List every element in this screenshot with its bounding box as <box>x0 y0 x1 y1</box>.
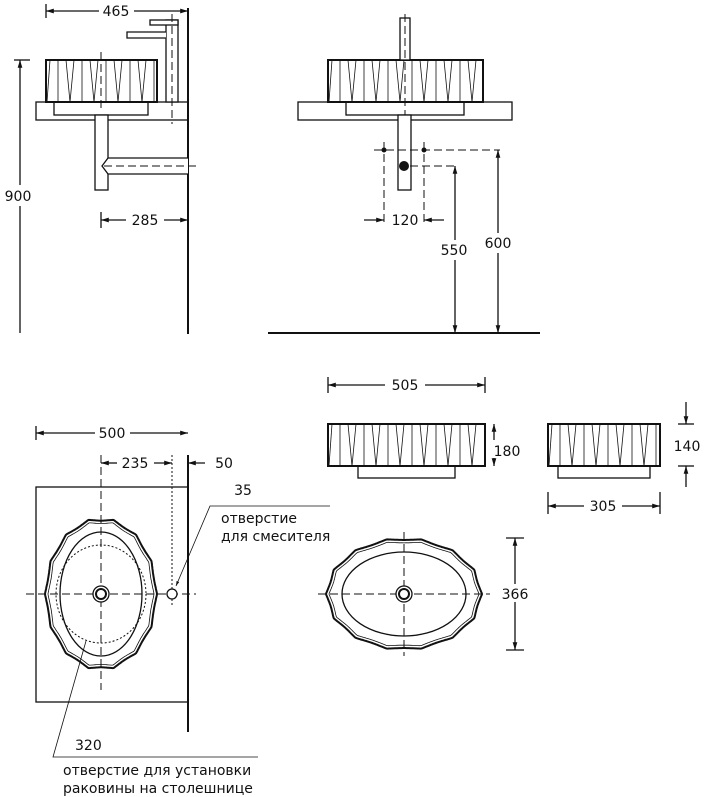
flute-stripe <box>619 423 625 467</box>
faucet <box>399 14 411 124</box>
flute-stripe <box>371 59 377 103</box>
flute-stripe <box>89 59 95 103</box>
flute-stripe <box>395 423 401 467</box>
flute-stripe <box>141 59 147 103</box>
dim-35: 35 <box>234 483 252 499</box>
dim-120: 120 <box>392 213 419 229</box>
faucet <box>126 14 179 124</box>
basin-inner-bowl <box>59 531 143 657</box>
flute-stripe <box>615 423 621 467</box>
basin-outline-scalloped <box>43 518 159 670</box>
front-view: 120 550 600 <box>268 14 540 334</box>
flute-stripe <box>423 423 429 467</box>
flute-stripe <box>399 59 405 103</box>
dim-235: 235 <box>122 456 149 472</box>
dim-140: 140 <box>674 439 701 455</box>
flute-stripe <box>467 423 473 467</box>
flute-stripe <box>375 423 381 467</box>
basin-large-views: 505 180 366 <box>318 377 532 656</box>
drain-trap <box>94 114 198 191</box>
dim-550: 550 <box>441 243 468 259</box>
mixer-hole-label-1: отверстие <box>221 511 297 527</box>
flute-stripe <box>93 59 99 103</box>
basin-top-scalloped <box>324 538 484 650</box>
flute-stripe <box>399 423 405 467</box>
flute-stripe <box>395 59 401 103</box>
flute-stripe <box>351 59 357 103</box>
flute-stripe <box>347 59 353 103</box>
flute-stripe <box>643 423 649 467</box>
flute-stripe <box>467 59 473 103</box>
dim-500: 500 <box>99 426 126 442</box>
dim-600: 600 <box>485 236 512 252</box>
flute-stripe <box>447 423 453 467</box>
drain-pipe <box>397 114 412 191</box>
flute-stripe <box>328 423 333 467</box>
basin-striped <box>327 423 486 467</box>
mixer-hole <box>166 588 178 600</box>
flute-stripe <box>113 59 119 103</box>
flute-stripe <box>137 59 143 103</box>
dim-505: 505 <box>392 378 419 394</box>
side-view: 465 900 285 <box>5 4 198 334</box>
dim-180: 180 <box>494 444 521 460</box>
flute-stripe <box>567 423 573 467</box>
flute-stripe <box>639 423 645 467</box>
flute-stripe <box>548 423 553 467</box>
basin-hole-label-1: отверстие для установки <box>63 763 251 779</box>
flute-stripe <box>447 59 453 103</box>
flute-stripe <box>375 59 381 103</box>
flute-stripe <box>371 423 377 467</box>
flute-stripe <box>443 423 449 467</box>
flute-stripe <box>595 423 601 467</box>
flute-stripe <box>471 423 477 467</box>
dim-320: 320 <box>75 738 102 754</box>
flute-stripe <box>471 59 477 103</box>
drain-outlet <box>399 161 409 171</box>
flute-stripe <box>328 59 333 103</box>
flute-stripe <box>351 423 357 467</box>
flute-stripe <box>117 59 123 103</box>
basin-small-view: 140 305 <box>547 402 702 515</box>
flute-stripe <box>419 59 425 103</box>
flute-stripe <box>46 59 51 103</box>
plan-view: 500 235 50 35 отверстие для смесителя 32… <box>26 426 330 797</box>
flute-stripe <box>419 423 425 467</box>
dim-305: 305 <box>590 499 617 515</box>
dim-50: 50 <box>215 456 233 472</box>
mixer-hole-label-2: для смесителя <box>221 529 330 545</box>
dim-366: 366 <box>502 587 529 603</box>
basin-hole-label-2: раковины на столешнице <box>63 781 253 797</box>
basin-striped <box>547 423 661 467</box>
flute-stripe <box>65 59 71 103</box>
flute-stripe <box>591 423 597 467</box>
flute-stripe <box>571 423 577 467</box>
dim-285: 285 <box>132 213 159 229</box>
flute-stripe <box>347 423 353 467</box>
dim-900: 900 <box>5 189 32 205</box>
cutout-outline <box>55 544 147 644</box>
flute-stripe <box>423 59 429 103</box>
flute-stripe <box>69 59 75 103</box>
dim-465: 465 <box>103 4 130 20</box>
flute-stripe <box>443 59 449 103</box>
